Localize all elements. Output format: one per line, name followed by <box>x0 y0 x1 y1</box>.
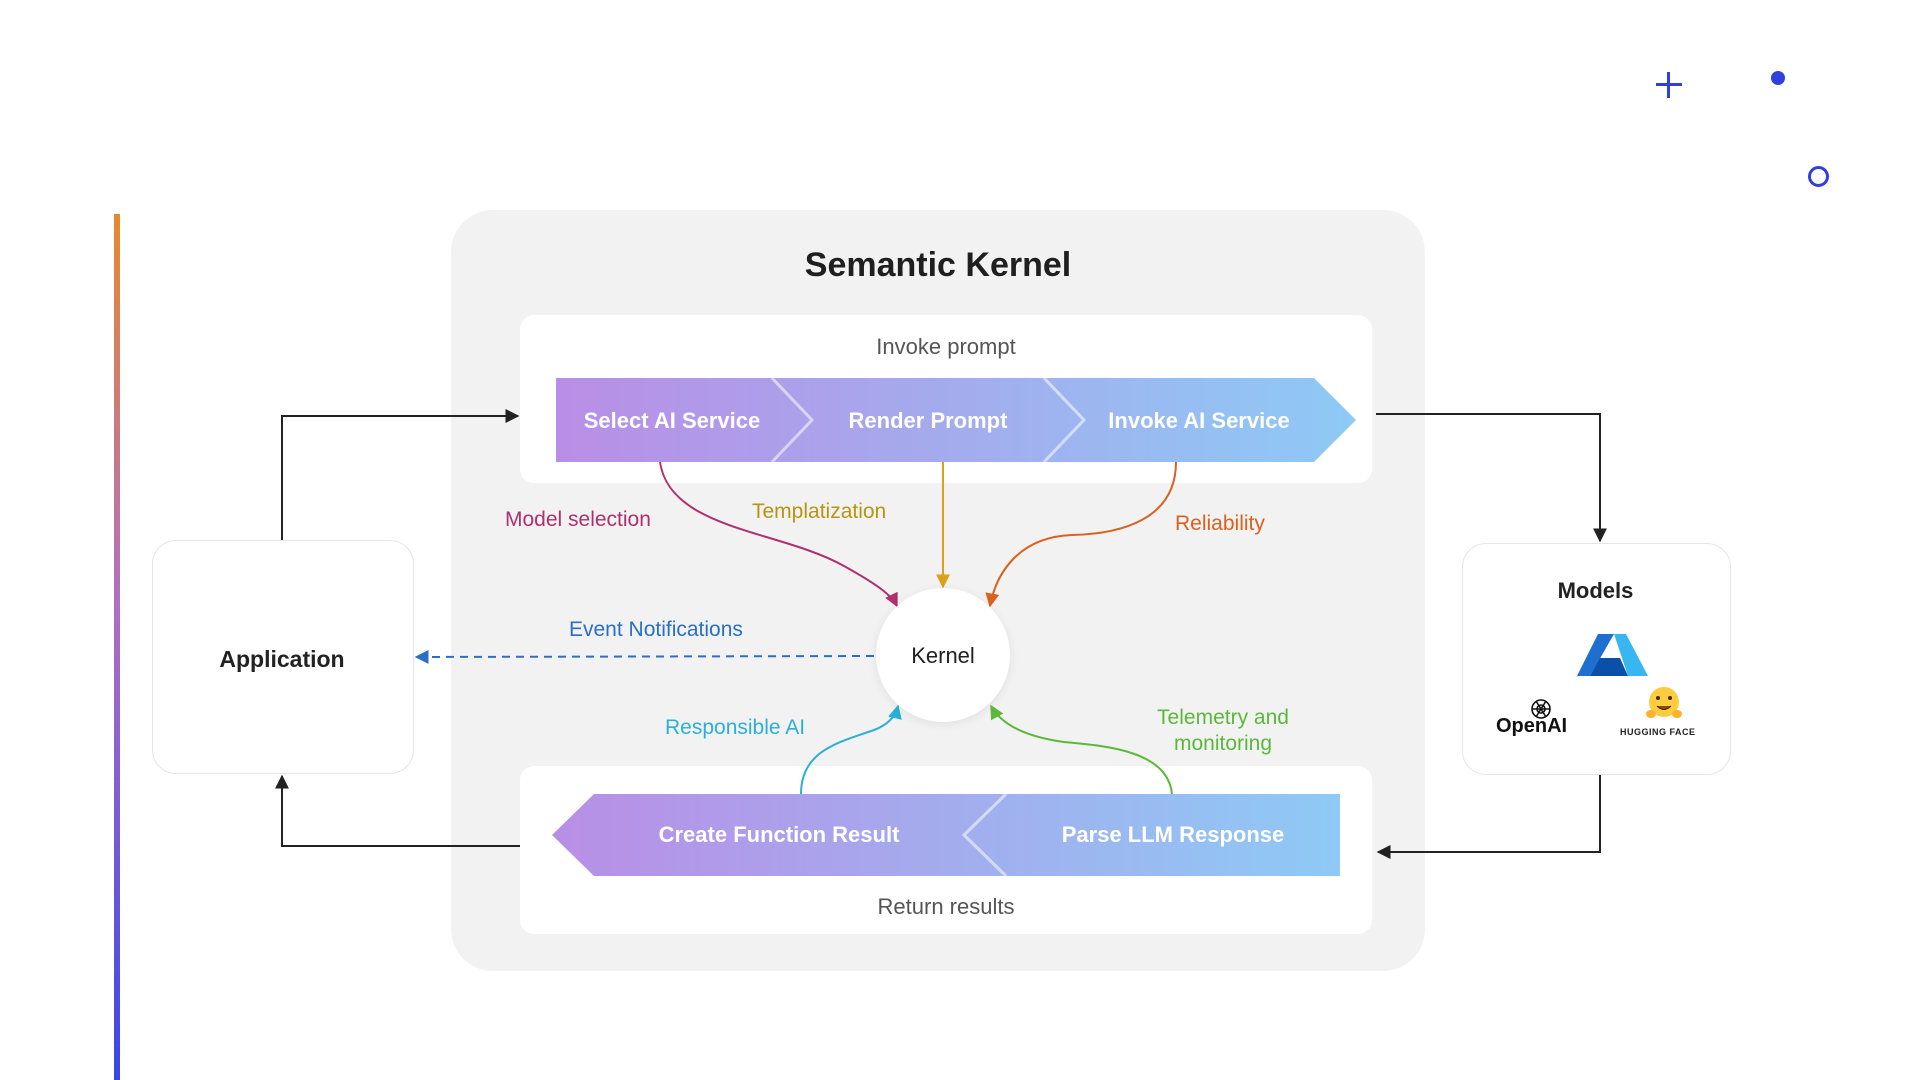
azure-icon <box>1577 634 1648 676</box>
models-label: Models <box>1557 578 1634 603</box>
model-selection-label: Model selection <box>505 508 651 531</box>
dot-icon <box>1771 71 1785 85</box>
plus-icon <box>1656 72 1682 98</box>
step-select-ai-service: Select AI Service <box>583 408 761 433</box>
hugging-face-icon <box>1646 687 1682 718</box>
application-label: Application <box>219 646 345 672</box>
app-to-invoke-arrow <box>281 409 520 540</box>
kernel-node <box>876 588 1010 722</box>
step-parse-llm-response: Parse LLM Response <box>1061 822 1285 847</box>
ring-icon <box>1808 166 1829 187</box>
telemetry-label-line2: monitoring <box>1173 732 1273 755</box>
model-selection-curve <box>659 461 898 608</box>
return-to-app-arrow <box>275 774 520 847</box>
step-render-prompt: Render Prompt <box>848 408 1008 433</box>
kernel-label: Kernel <box>911 643 975 668</box>
step-separator <box>1042 376 1087 464</box>
invoke-to-models-arrow <box>1376 413 1607 543</box>
models-to-return-arrow <box>1376 775 1601 859</box>
invoke-pipeline-band <box>556 378 1356 462</box>
invoke-prompt-label: Invoke prompt <box>876 334 1016 359</box>
return-pipeline-band <box>552 794 1340 876</box>
step-separator <box>961 792 1008 878</box>
reliability-label: Reliability <box>1175 512 1265 535</box>
openai-icon <box>1531 699 1551 719</box>
telemetry-label-line1: Telemetry and <box>1157 706 1289 729</box>
application-box <box>152 540 414 774</box>
hugging-face-wordmark: HUGGING FACE <box>1620 727 1696 737</box>
reliability-curve <box>985 461 1177 608</box>
templatization-label: Templatization <box>752 500 887 523</box>
gradient-accent-rule <box>114 214 120 1080</box>
openai-wordmark: OpenAI <box>1496 715 1568 737</box>
step-invoke-ai-service: Invoke AI Service <box>1108 408 1290 433</box>
event-notifications-arrow <box>414 649 875 664</box>
panel-title: Semantic Kernel <box>804 246 1072 284</box>
return-results-label: Return results <box>877 894 1015 919</box>
responsible-ai-curve <box>800 704 902 795</box>
event-notifications-label: Event Notifications <box>569 618 743 641</box>
responsible-ai-label: Responsible AI <box>665 716 806 739</box>
step-create-function-result: Create Function Result <box>658 822 900 847</box>
step-separator <box>770 376 815 464</box>
telemetry-curve <box>990 704 1173 795</box>
